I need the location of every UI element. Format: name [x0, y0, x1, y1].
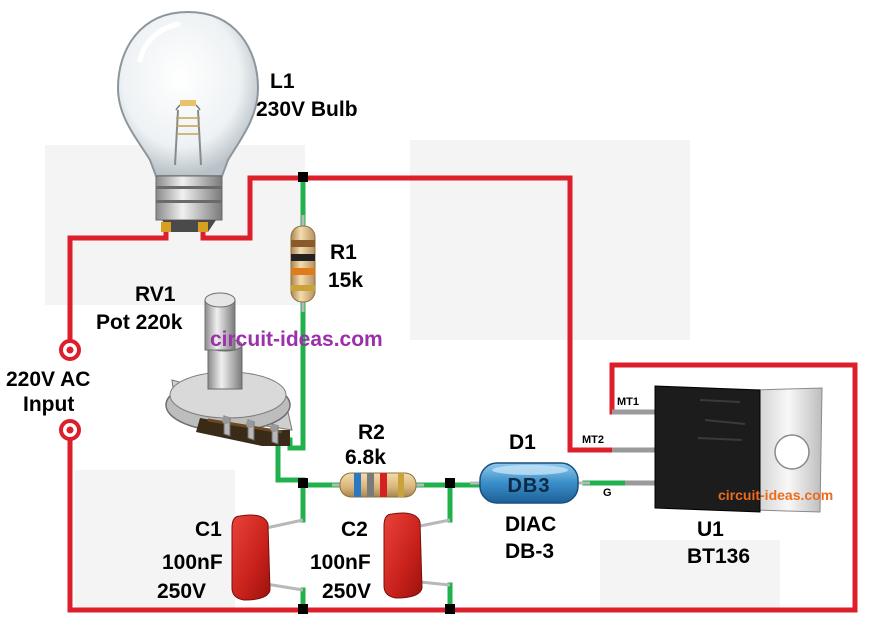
- r1-value-label: 15k: [328, 269, 364, 292]
- wire-input-to-lamp: [67, 225, 169, 351]
- wire-pot-wiper: [275, 442, 306, 483]
- junction-diac-node: [445, 478, 455, 488]
- c2-ref-label: C2: [341, 518, 368, 541]
- c1-ref-label: C1: [195, 518, 222, 541]
- resistor-icon: [290, 215, 316, 312]
- junction-top: [298, 172, 308, 182]
- pot-ref-label: RV1: [135, 283, 176, 306]
- wire-lamp-to-r1: [200, 175, 306, 241]
- junctions: [298, 172, 455, 614]
- watermark-center: circuit-ideas.com: [210, 328, 383, 351]
- resistor-icon: [332, 472, 424, 498]
- r2-value-label: 6.8k: [345, 446, 386, 469]
- triac-part-label: BT136: [687, 545, 751, 568]
- c1-rating-label: 250V: [157, 580, 207, 603]
- diac-type-label: DIAC: [505, 513, 557, 536]
- pin-mt2-label: MT2: [582, 434, 604, 446]
- junction-pot-node: [298, 478, 308, 488]
- watermark-corner: circuit-ideas.com: [718, 487, 834, 503]
- lamp-value-label: 230V Bulb: [256, 98, 358, 121]
- pot-value-label: Pot 220k: [96, 311, 183, 334]
- triac-ref-label: U1: [697, 518, 724, 541]
- pin-gate-label: G: [603, 487, 612, 499]
- light-bulb-icon: [116, 10, 260, 232]
- input-label-line1: 220V AC: [6, 368, 91, 391]
- c2-value-label: 100nF: [310, 551, 371, 574]
- triac-icon: [612, 385, 823, 513]
- wire-r1-to-pot: [287, 297, 306, 451]
- diac-body-marking: DB3: [507, 475, 550, 497]
- r2-ref-label: R2: [358, 421, 385, 444]
- wire-top-to-mt2: [300, 175, 615, 453]
- c2-rating-label: 250V: [322, 580, 372, 603]
- diac-icon: DB3: [470, 462, 590, 504]
- lamp-ref-label: L1: [270, 70, 295, 93]
- film-capacitor-icon: [383, 512, 451, 599]
- terminal-icon: [59, 339, 81, 441]
- c1-value-label: 100nF: [162, 551, 223, 574]
- input-label-line2: Input: [23, 393, 75, 416]
- r1-ref-label: R1: [330, 241, 357, 264]
- junction-c2-bottom: [445, 604, 455, 614]
- junction-c1-bottom: [298, 604, 308, 614]
- film-capacitor-icon: [231, 514, 304, 601]
- potentiometer-icon: [165, 292, 293, 446]
- diac-ref-label: D1: [509, 431, 536, 454]
- diac-part-label: DB-3: [505, 540, 555, 563]
- pin-mt1-label: MT1: [617, 396, 639, 408]
